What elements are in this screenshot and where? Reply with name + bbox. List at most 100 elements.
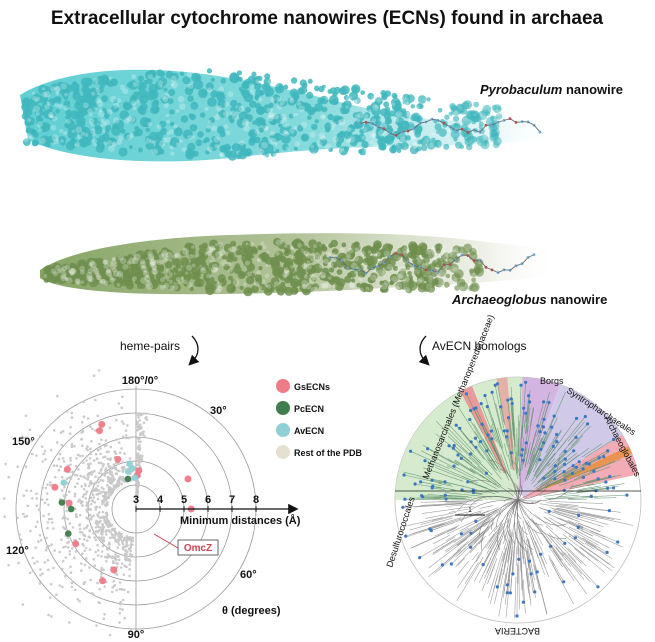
nanowire-highlight bbox=[39, 137, 46, 144]
tree-leaf bbox=[553, 477, 557, 481]
nanowire-highlight bbox=[187, 83, 194, 90]
tree-branch bbox=[526, 407, 531, 433]
nanowire-atom bbox=[205, 127, 211, 133]
legend-label-gsecns: GsECNs bbox=[294, 382, 330, 392]
pdb-point bbox=[106, 483, 109, 487]
nanowire-highlight bbox=[311, 151, 317, 158]
tree-branch bbox=[492, 445, 507, 475]
pdb-point bbox=[98, 587, 101, 591]
tree-leaf bbox=[404, 534, 408, 538]
nanowire-highlight bbox=[427, 136, 431, 140]
nanowire-highlight bbox=[108, 76, 112, 80]
pdb-point bbox=[30, 439, 33, 443]
pdb-point bbox=[108, 633, 112, 637]
nanowire-atom bbox=[291, 239, 301, 249]
nanowire-atom bbox=[278, 123, 283, 128]
tree-branch bbox=[568, 526, 610, 549]
tree-branch bbox=[522, 382, 526, 424]
nanowire-highlight bbox=[132, 276, 137, 281]
tree-internal-branch bbox=[491, 499, 519, 530]
nanowire-atom bbox=[433, 277, 444, 288]
nanowire-highlight bbox=[171, 81, 178, 89]
tree-branch bbox=[545, 434, 557, 454]
tree-branch bbox=[456, 540, 469, 552]
nanowire-highlight bbox=[395, 111, 403, 118]
nanowire-highlight bbox=[428, 142, 434, 148]
tree-branch bbox=[522, 579, 526, 614]
tree-branch bbox=[565, 539, 591, 561]
pdb-point bbox=[101, 524, 104, 527]
pdb-point bbox=[112, 463, 116, 466]
pdb-point bbox=[118, 451, 122, 455]
pdb-point bbox=[116, 562, 119, 565]
tree-branch bbox=[534, 453, 542, 466]
nanowire-atom bbox=[360, 272, 366, 278]
nanowire-highlight bbox=[88, 118, 95, 124]
nanowire-highlight bbox=[275, 251, 280, 256]
nanowire-highlight bbox=[289, 96, 294, 101]
pdb-point bbox=[136, 485, 140, 488]
tree-branch bbox=[427, 494, 453, 497]
nanowire-highlight bbox=[408, 119, 414, 125]
pdb-point bbox=[47, 544, 51, 548]
tree-leaf bbox=[583, 414, 587, 419]
nanowire-highlight bbox=[482, 107, 487, 112]
tree-branch bbox=[535, 452, 556, 478]
nanowire-highlight bbox=[223, 124, 229, 130]
pdb-point bbox=[95, 489, 98, 493]
nanowire-highlight bbox=[276, 104, 283, 110]
nanowire-atom bbox=[257, 245, 263, 251]
pdb-point bbox=[117, 441, 121, 444]
nanowire-highlight bbox=[55, 264, 61, 271]
tree-branch bbox=[547, 458, 556, 467]
pdb-point bbox=[94, 538, 98, 542]
nanowire-atom bbox=[180, 115, 189, 123]
nanowire-atom bbox=[349, 138, 358, 147]
angle-label-30: 30° bbox=[210, 405, 227, 417]
nanowire-highlight bbox=[441, 250, 448, 258]
tree-branch bbox=[584, 439, 614, 459]
nanowire-atom bbox=[299, 79, 307, 87]
tree-branch bbox=[528, 538, 538, 572]
tree-branch bbox=[425, 512, 457, 519]
pdb-point bbox=[86, 466, 90, 470]
nanowire-highlight bbox=[214, 144, 219, 149]
nanowire-highlight bbox=[276, 97, 281, 102]
nanowire-atom bbox=[75, 271, 82, 278]
nanowire-highlight bbox=[260, 125, 264, 129]
nanowire-highlight bbox=[26, 117, 32, 123]
nanowire-highlight bbox=[159, 284, 165, 290]
nanowire-atom bbox=[356, 282, 361, 288]
tree-branch bbox=[447, 435, 480, 466]
nanowire-highlight bbox=[413, 145, 417, 150]
tree-branch bbox=[460, 445, 470, 455]
pdb-point bbox=[92, 514, 95, 518]
pdb-point bbox=[106, 553, 110, 556]
tree-leaf bbox=[607, 509, 612, 513]
tree-branch bbox=[504, 556, 512, 605]
nanowire-atom bbox=[466, 135, 476, 145]
pdb-point bbox=[90, 491, 93, 494]
nanowire-highlight bbox=[51, 115, 58, 122]
pdb-point bbox=[116, 538, 119, 541]
tree-branch bbox=[475, 552, 483, 562]
pdb-point bbox=[108, 487, 111, 491]
pdb-point bbox=[112, 484, 115, 487]
nanowire-highlight bbox=[268, 137, 273, 142]
tree-leaf bbox=[524, 441, 528, 445]
tree-branch bbox=[493, 423, 503, 450]
pdb-point bbox=[70, 585, 74, 589]
pcecn-point bbox=[58, 499, 66, 506]
nanowire-atom bbox=[226, 254, 235, 263]
nanowire-atom bbox=[423, 256, 430, 264]
nanowire-atom bbox=[288, 128, 297, 137]
tree-internal-branch bbox=[517, 499, 543, 526]
nanowire-atom bbox=[453, 115, 460, 122]
nanowire-atom bbox=[285, 249, 290, 254]
nanowire-atom bbox=[53, 269, 58, 274]
nanowire-highlight bbox=[369, 140, 374, 145]
nanowire-atom bbox=[471, 277, 477, 283]
nanowire-atom bbox=[332, 115, 342, 125]
nanowire-highlight bbox=[318, 263, 324, 269]
pdb-point bbox=[108, 458, 112, 462]
